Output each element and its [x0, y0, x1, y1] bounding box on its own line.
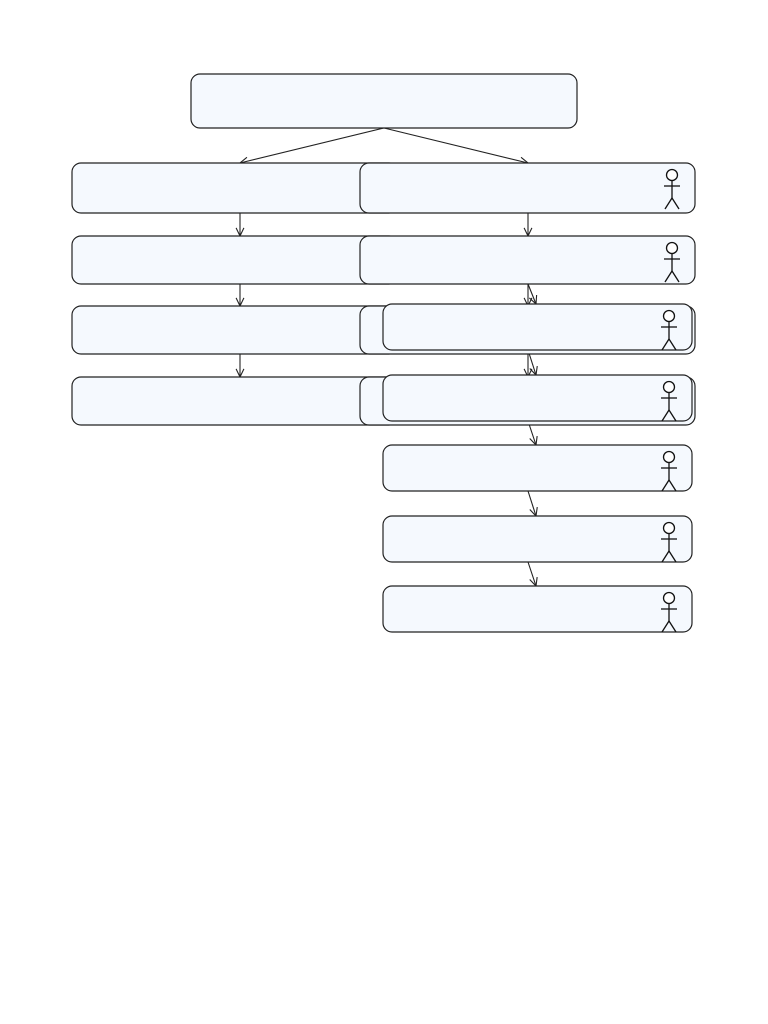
- right-node-1-box: [359, 162, 696, 214]
- actor-icon: [661, 450, 677, 492]
- edge-left-0: [235, 213, 245, 238]
- offset-node-3-box: [382, 444, 693, 492]
- left-node-3-box: [71, 305, 399, 355]
- root-node-box: [190, 73, 578, 129]
- root-node: [190, 73, 578, 129]
- offset-node-1: [382, 303, 693, 351]
- edge-right-0: [523, 213, 533, 238]
- right-node-2-box: [359, 235, 696, 285]
- offset-node-2: [382, 374, 693, 422]
- right-node-2: [359, 235, 696, 285]
- edge-left-1: [235, 284, 245, 308]
- edge-root-to-right: [383, 127, 530, 166]
- left-node-1: [71, 162, 399, 214]
- actor-icon: [664, 168, 680, 210]
- actor-icon: [664, 241, 680, 283]
- edge-right-to-offset: [527, 283, 538, 306]
- actor-icon: [661, 591, 677, 633]
- actor-icon: [661, 521, 677, 563]
- offset-node-4-box: [382, 515, 693, 563]
- offset-node-5: [382, 585, 693, 633]
- offset-node-3: [382, 444, 693, 492]
- actor-icon: [661, 309, 677, 351]
- left-node-3: [71, 305, 399, 355]
- left-node-4: [71, 376, 399, 426]
- nodes-layer: [71, 73, 696, 633]
- actor-icon: [661, 380, 677, 422]
- offset-node-1-box: [382, 303, 693, 351]
- right-node-1: [359, 162, 696, 214]
- left-node-4-box: [71, 376, 399, 426]
- left-node-1-box: [71, 162, 399, 214]
- edge-root-to-left: [238, 127, 385, 166]
- edge-left-2: [235, 354, 245, 379]
- left-node-2: [71, 235, 399, 285]
- edge-offset-2: [527, 490, 538, 518]
- edge-offset-3: [527, 561, 538, 588]
- offset-node-5-box: [382, 585, 693, 633]
- left-node-2-box: [71, 235, 399, 285]
- edge-right-1: [523, 284, 533, 308]
- offset-node-4: [382, 515, 693, 563]
- offset-node-2-box: [382, 374, 693, 422]
